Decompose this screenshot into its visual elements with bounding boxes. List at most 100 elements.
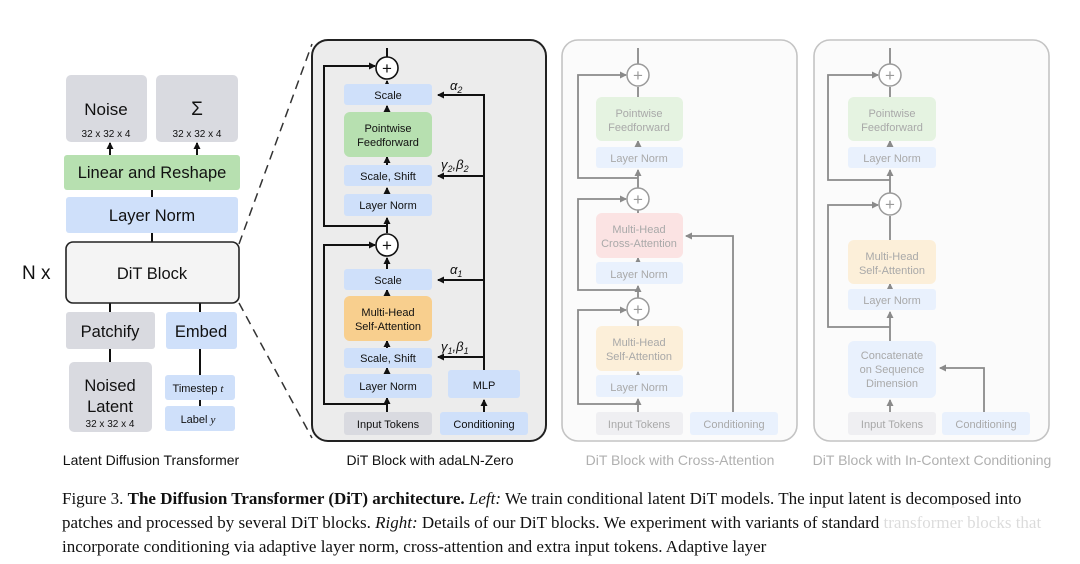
adaln-self-attention-box (344, 296, 432, 341)
linear-reshape-box (64, 155, 240, 190)
cross-attention-panel: + + + Pointwise Feedforward Layer Norm M… (561, 39, 798, 468)
cross-conditioning-box (690, 412, 778, 435)
residual-add-top-icon (375, 56, 399, 80)
cross-layer-norm-1-box (596, 147, 683, 168)
incontext-pointwise-ff-box (848, 97, 936, 141)
zoom-line-top (238, 43, 313, 245)
cross-add-bottom-icon (626, 297, 650, 321)
watermark-overlay (880, 505, 1080, 560)
cross-input-tokens-box (596, 412, 683, 435)
figure-caption: Figure 3. The Diffusion Transformer (DiT… (62, 487, 1067, 559)
adaln-layer-norm-top-box (344, 194, 432, 216)
layer-norm-label: Layer Norm (109, 207, 195, 225)
cross-input-tokens-label: Input Tokens (608, 419, 671, 431)
gamma1-beta1-label: γ1,β1 (441, 339, 469, 356)
left-panel-title: Latent Diffusion Transformer (63, 452, 240, 468)
adaln-mhsa-label-line2: Self-Attention (355, 321, 421, 333)
noised-latent-label-line1: Noised (84, 377, 135, 395)
incontext-input-tokens-label: Input Tokens (861, 419, 924, 431)
caption-right-label: Right: (375, 513, 418, 532)
noised-latent-label-line2: Latent (87, 398, 133, 416)
adaln-scale-top-label: Scale (374, 90, 402, 102)
adaln-layer-norm-bottom-box (344, 374, 432, 398)
incontext-add-top-icon (878, 63, 902, 87)
cross-self-attention-box (596, 326, 683, 371)
adaln-mlp-label: MLP (473, 380, 496, 392)
incontext-pff-label-line1: Pointwise (868, 108, 915, 120)
dit-block-box (65, 241, 240, 304)
repeat-n-label: N x (22, 263, 51, 284)
adaln-scale-top-box (344, 84, 432, 105)
timestep-label: Timestep t (173, 383, 225, 395)
sigma-dimension: 32 x 32 x 4 (173, 129, 222, 140)
incontext-add-bottom-icon (878, 192, 902, 216)
cross-plus-mid-glyph: + (633, 190, 643, 209)
adaln-scale-shift-top-box (344, 165, 432, 186)
label-y-label: Label y (181, 414, 216, 426)
layer-norm-box (66, 197, 238, 233)
cross-pff-label-line2: Feedforward (608, 122, 670, 134)
plus-top-glyph: + (382, 59, 392, 78)
cross-attention-box (596, 213, 683, 258)
adaln-panel-title: DiT Block with adaLN-Zero (346, 452, 513, 468)
caption-left-text: We train conditional latent DiT models. … (62, 489, 1022, 532)
patchify-box (66, 312, 155, 349)
noise-label: Noise (84, 100, 127, 119)
dit-block-label: DiT Block (117, 265, 188, 283)
residual-add-bottom-icon (375, 233, 399, 257)
noised-latent-dimension: 32 x 32 x 4 (86, 419, 135, 430)
cross-layer-norm-2-box (596, 262, 683, 284)
latent-diffusion-transformer: Noise 32 x 32 x 4 Σ 32 x 32 x 4 Linear a… (22, 43, 313, 468)
incontext-layer-norm-1-box (848, 147, 936, 168)
adaln-conditioning-label: Conditioning (453, 419, 514, 431)
noise-output-box (66, 75, 147, 142)
cross-conditioning-label: Conditioning (703, 419, 764, 431)
adaln-pointwise-ff-box (344, 112, 432, 157)
caption-left-label: Left: (468, 489, 501, 508)
incontext-mhsa-label-line2: Self-Attention (859, 265, 925, 277)
cross-mhca-label-line2: Cross-Attention (601, 238, 677, 250)
cross-mhsa-label-line1: Multi-Head (612, 337, 665, 349)
cross-layer-norm-2-label: Layer Norm (610, 269, 667, 281)
adaln-layer-norm-bottom-label: Layer Norm (359, 381, 416, 393)
incontext-input-tokens-box (848, 412, 936, 435)
adaln-scale-shift-top-label: Scale, Shift (360, 171, 416, 183)
embed-label: Embed (175, 323, 227, 341)
adaln-input-tokens-label: Input Tokens (357, 419, 420, 431)
caption-figure-number: Figure 3. (62, 489, 124, 508)
adaln-mhsa-label-line1: Multi-Head (361, 307, 414, 319)
cross-layer-norm-1-label: Layer Norm (610, 153, 667, 165)
dit-architecture-diagram: Noise 32 x 32 x 4 Σ 32 x 32 x 4 Linear a… (22, 39, 1051, 468)
cross-plus-bottom-glyph: + (633, 300, 643, 319)
timestep-box (165, 375, 235, 400)
zoom-line-bottom (238, 302, 313, 439)
adaln-layer-norm-top-label: Layer Norm (359, 200, 416, 212)
embed-box (166, 312, 237, 349)
alpha1-label: α1 (450, 262, 462, 279)
sigma-label: Σ (191, 99, 203, 120)
linear-reshape-label: Linear and Reshape (78, 164, 227, 182)
adaln-scale-shift-bottom-box (344, 348, 432, 368)
cross-plus-top-glyph: + (633, 66, 643, 85)
adaln-input-tokens-box (344, 412, 432, 435)
adaln-zero-panel: + + Scale α2 Pointwise Feedforward Scale… (311, 39, 547, 468)
incontext-layer-norm-2-box (848, 289, 936, 310)
gamma2-beta2-label: γ2,β2 (441, 157, 469, 174)
adaln-scale-bottom-box (344, 269, 432, 290)
adaln-scale-bottom-label: Scale (374, 275, 402, 287)
incontext-self-attention-box (848, 240, 936, 284)
caption-bold-title: The Diffusion Transformer (DiT) architec… (127, 489, 465, 508)
noised-latent-box (69, 362, 152, 432)
incontext-mhsa-label-line1: Multi-Head (865, 251, 918, 263)
cross-panel-title: DiT Block with Cross-Attention (586, 452, 775, 468)
cross-mhca-label-line1: Multi-Head (612, 224, 665, 236)
in-context-panel: + + Pointwise Feedforward Layer Norm Mul… (813, 39, 1051, 468)
cross-add-top-icon (626, 63, 650, 87)
incontext-concat-label-line2: on Sequence (860, 364, 925, 376)
incontext-plus-top-glyph: + (885, 66, 895, 85)
cross-add-mid-icon (626, 187, 650, 211)
adaln-conditioning-box (440, 412, 528, 435)
patchify-label: Patchify (81, 323, 140, 341)
adaln-pff-label-line2: Feedforward (357, 137, 419, 149)
cross-pff-label-line1: Pointwise (615, 108, 662, 120)
